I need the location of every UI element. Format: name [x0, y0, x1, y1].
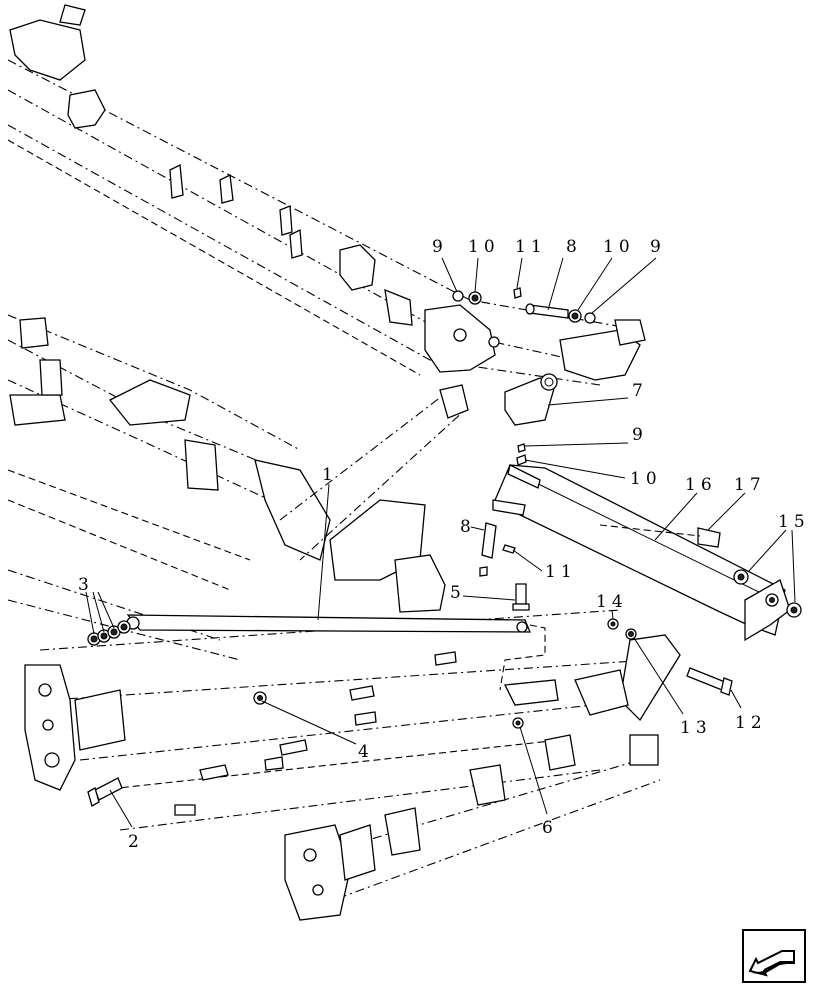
callout-11-mid: 11 [545, 562, 577, 582]
back-navigation-button[interactable] [742, 929, 806, 983]
callout-8-top: 8 [566, 237, 582, 257]
callout-11-top: 11 [515, 237, 547, 257]
callout-labels: 1 2 3 4 5 6 7 8 8 9 9 9 10 10 10 11 11 1… [78, 237, 810, 852]
callout-10-mid: 10 [630, 469, 662, 489]
washer-stack [87, 620, 131, 646]
callout-5: 5 [450, 583, 466, 603]
upper-frame [7, 4, 646, 386]
callout-17: 17 [734, 475, 766, 495]
callout-12: 12 [735, 713, 767, 733]
top-pin-assembly [452, 287, 596, 324]
middle-frame [7, 314, 469, 661]
callout-9-top-left: 9 [432, 237, 448, 257]
callout-8-mid: 8 [460, 517, 476, 537]
bolt-2 [87, 777, 123, 807]
callout-6: 6 [542, 818, 558, 838]
callout-10-top-left: 10 [468, 237, 500, 257]
bolt-5 [512, 583, 530, 611]
callout-1: 1 [322, 465, 338, 485]
callout-2: 2 [128, 832, 144, 852]
callout-3: 3 [78, 575, 94, 595]
washers-15 [733, 569, 802, 618]
nut-6 [512, 717, 524, 729]
long-arm [492, 464, 791, 642]
callout-10-top-right: 10 [603, 237, 635, 257]
callout-13: 13 [680, 718, 712, 738]
callout-9-mid: 9 [632, 425, 648, 445]
leader-lines [85, 257, 796, 828]
nut-13-14 [607, 618, 637, 640]
bracket-7 [504, 373, 558, 426]
mid-pin-assembly [479, 443, 527, 577]
lower-frame [24, 609, 681, 921]
bolt-12 [686, 667, 733, 696]
callout-14: 14 [596, 592, 628, 612]
callout-16: 16 [685, 475, 717, 495]
callout-7: 7 [632, 381, 648, 401]
arrow-back-icon [742, 929, 806, 983]
callout-15: 15 [778, 512, 810, 532]
callout-9-top-right: 9 [650, 237, 666, 257]
hitch-bar [126, 614, 546, 691]
callout-4: 4 [358, 742, 374, 762]
